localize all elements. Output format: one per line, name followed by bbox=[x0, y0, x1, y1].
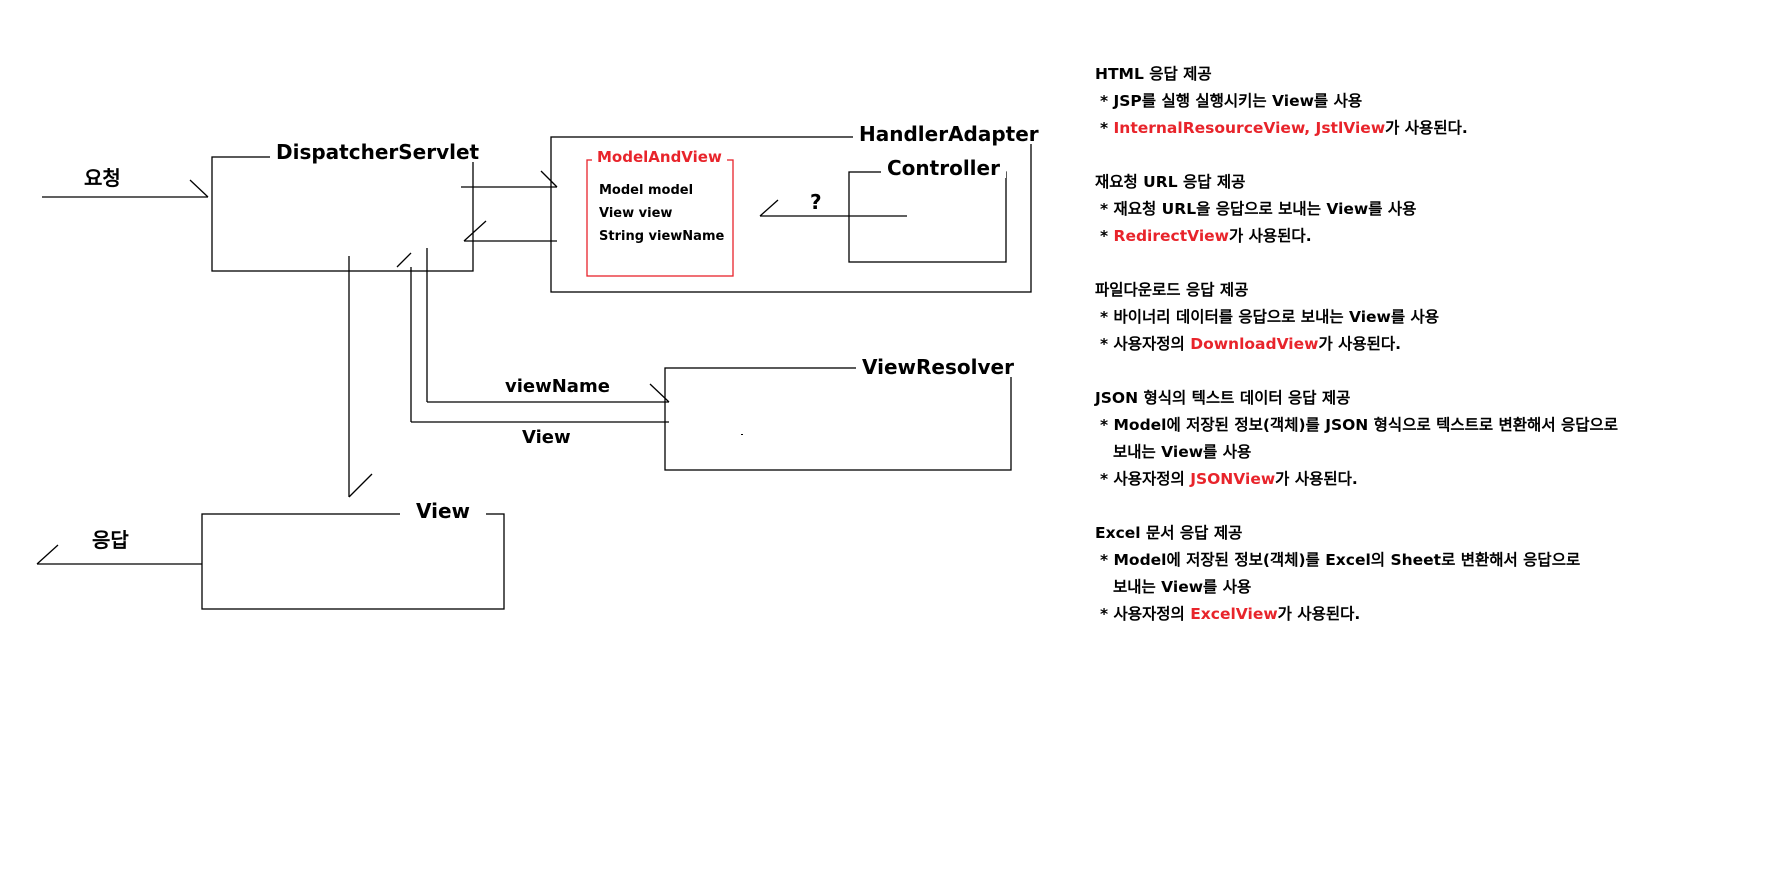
note-text: 가 사용된다. bbox=[1318, 335, 1402, 353]
view-arrow-label: View bbox=[522, 427, 571, 448]
note-section-title: JSON 형식의 텍스트 데이터 응답 제공 bbox=[1095, 389, 1351, 407]
model-and-view-field-view-name: String viewName bbox=[599, 229, 725, 244]
model-and-view-title: ModelAndView bbox=[592, 150, 727, 165]
controller-title: Controller bbox=[881, 158, 1006, 178]
handler-adapter-title: HandlerAdapter bbox=[853, 124, 1045, 144]
note-section-title: 재요청 URL 응답 제공 bbox=[1095, 173, 1246, 191]
view-resolver-title: ViewResolver bbox=[856, 357, 1020, 377]
dispatcher-servlet-box bbox=[211, 156, 474, 272]
highlighted-view-name: RedirectView bbox=[1113, 227, 1229, 245]
to-controller-arrowhead bbox=[759, 199, 779, 217]
note-text: * 재요청 URL을 응답으로 보내는 View를 사용 bbox=[1100, 200, 1417, 218]
note-text: 보내는 View를 사용 bbox=[1113, 443, 1252, 461]
to-view-arrowhead bbox=[348, 473, 373, 498]
note-text: 가 사용된다. bbox=[1275, 470, 1358, 488]
note-section: HTML 응답 제공 * JSP를 실행 실행시키는 View를 사용 * Inte… bbox=[1095, 61, 1618, 142]
to-adapter-arrowhead bbox=[540, 170, 558, 188]
view-resolver-box bbox=[664, 367, 1012, 471]
note-text: 가 사용된다. bbox=[1277, 605, 1361, 623]
request-arrowhead bbox=[189, 179, 209, 198]
handler-adapter-box bbox=[550, 136, 1032, 293]
view-name-arrowhead bbox=[649, 383, 670, 403]
note-line: * Model에 저장된 정보(객체)를 Excel의 Sheet로 변환해서 … bbox=[1095, 547, 1618, 574]
highlighted-view-name: InternalResourceView, JstlView bbox=[1113, 119, 1386, 137]
note-section: Excel 문서 응답 제공 * Model에 저장된 정보(객체)를 Excel… bbox=[1095, 520, 1618, 628]
note-text: 가 사용된다. bbox=[1385, 119, 1468, 137]
note-section: JSON 형식의 텍스트 데이터 응답 제공 * Model에 저장된 정보(객체… bbox=[1095, 385, 1618, 493]
note-text: * 사용자정의 bbox=[1100, 335, 1191, 353]
view-return-arrowhead bbox=[396, 252, 412, 268]
note-text: * bbox=[1100, 227, 1114, 245]
note-section: 재요청 URL 응답 제공 * 재요청 URL을 응답으로 보내는 View를 사… bbox=[1095, 169, 1618, 250]
request-label: 요청 bbox=[84, 166, 121, 190]
controller-box bbox=[848, 171, 1007, 263]
note-section-title: 파일다운로드 응답 제공 bbox=[1095, 281, 1249, 299]
note-text: * bbox=[1100, 119, 1114, 137]
stray-dot bbox=[741, 434, 743, 435]
note-text: * Model에 저장된 정보(객체)를 Excel의 Sheet로 변환해서 … bbox=[1100, 551, 1581, 569]
note-text: 보내는 View를 사용 bbox=[1113, 578, 1252, 596]
note-line: 보내는 View를 사용 bbox=[1095, 439, 1618, 466]
dispatcher-servlet-title: DispatcherServlet bbox=[270, 142, 486, 162]
highlighted-view-name: ExcelView bbox=[1190, 605, 1278, 623]
question-mark: ? bbox=[810, 190, 822, 214]
note-line: * JSP를 실행 실행시키는 View를 사용 bbox=[1095, 88, 1618, 115]
highlighted-view-name: DownloadView bbox=[1190, 335, 1319, 353]
note-text: * 바이너리 데이터를 응답으로 보내는 View를 사용 bbox=[1100, 308, 1440, 326]
response-arrowhead bbox=[36, 544, 59, 565]
model-and-view-field-model: Model model bbox=[599, 183, 694, 198]
note-line: * RedirectView가 사용된다. bbox=[1095, 223, 1618, 250]
note-section-title: Excel 문서 응답 제공 bbox=[1095, 524, 1243, 542]
note-line: * 바이너리 데이터를 응답으로 보내는 View를 사용 bbox=[1095, 304, 1618, 331]
note-line: * 사용자정의 DownloadView가 사용된다. bbox=[1095, 331, 1618, 358]
note-section-title: HTML 응답 제공 bbox=[1095, 65, 1212, 83]
note-text: * Model에 저장된 정보(객체)를 JSON 형식으로 텍스트로 변환해서… bbox=[1100, 416, 1619, 434]
view-types-notes: HTML 응답 제공 * JSP를 실행 실행시키는 View를 사용 * Inte… bbox=[1095, 61, 1618, 655]
highlighted-view-name: JSONView bbox=[1190, 470, 1276, 488]
note-text: * 사용자정의 bbox=[1100, 470, 1191, 488]
view-box-title: View bbox=[400, 501, 487, 521]
note-text: * 사용자정의 bbox=[1100, 605, 1191, 623]
response-label: 응답 bbox=[92, 528, 129, 552]
view-name-label: viewName bbox=[505, 376, 610, 397]
note-line: * 사용자정의 JSONView가 사용된다. bbox=[1095, 466, 1618, 493]
model-and-view-field-view: View view bbox=[599, 206, 673, 221]
from-adapter-arrowhead bbox=[463, 220, 487, 242]
note-section: 파일다운로드 응답 제공 * 바이너리 데이터를 응답으로 보내는 View를 사… bbox=[1095, 277, 1618, 358]
note-line: * 재요청 URL을 응답으로 보내는 View를 사용 bbox=[1095, 196, 1618, 223]
view-box bbox=[201, 513, 505, 610]
note-text: * JSP를 실행 실행시키는 View를 사용 bbox=[1100, 92, 1363, 110]
note-line: 보내는 View를 사용 bbox=[1095, 574, 1618, 601]
note-text: 가 사용된다. bbox=[1229, 227, 1312, 245]
note-line: * 사용자정의 ExcelView가 사용된다. bbox=[1095, 601, 1618, 628]
note-line: * InternalResourceView, JstlView가 사용된다. bbox=[1095, 115, 1618, 142]
note-line: * Model에 저장된 정보(객체)를 JSON 형식으로 텍스트로 변환해서… bbox=[1095, 412, 1618, 439]
